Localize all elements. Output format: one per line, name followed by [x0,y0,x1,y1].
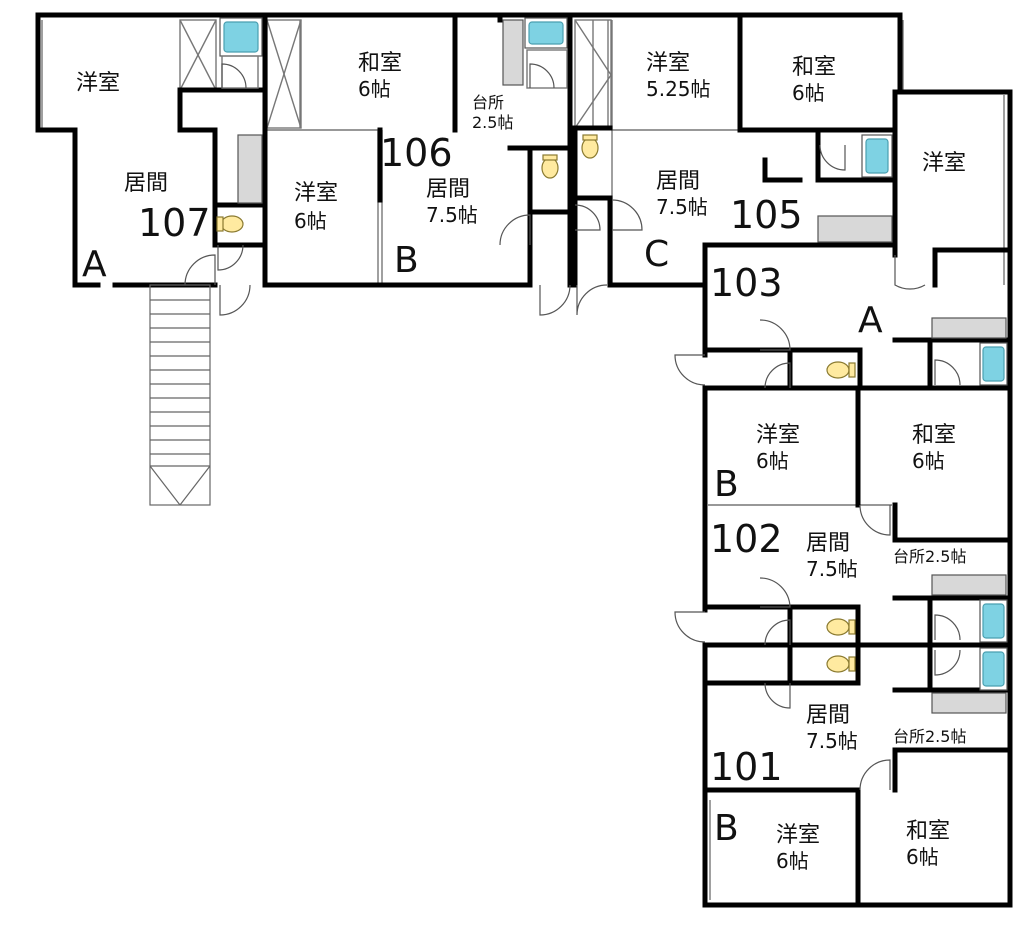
room-105-japanese: 和室 [792,55,836,80]
unit-number-106: 106 [380,131,453,175]
bathtubs [219,17,1008,691]
kitchen-counters [237,19,1007,714]
room-101-living-size: 7.5帖 [806,729,858,753]
room-105-living-size: 7.5帖 [656,195,708,219]
room-101-western: 洋室 [776,823,820,848]
room-102-japanese-size: 6帖 [912,449,945,473]
room-labels: 洋室 居間 和室 6帖 洋室 6帖 台所 2.5帖 居間 7.5帖 洋室 5.2… [76,51,966,873]
room-102-western: 洋室 [756,423,800,448]
room-101-kitchen: 台所2.5帖 [893,727,966,746]
room-101-western-size: 6帖 [776,849,809,873]
room-106-japanese: 和室 [358,51,402,76]
unit-type-103: A [858,300,883,341]
unit-type-107: A [82,244,107,285]
room-101-japanese-size: 6帖 [906,845,939,869]
unit-type-102: B [714,464,739,505]
room-102-western-size: 6帖 [756,449,789,473]
room-106-kitchen-size: 2.5帖 [472,113,513,132]
unit-type-101: B [714,808,739,849]
unit-number-103: 103 [710,261,783,305]
unit-type-106: B [394,240,419,281]
unit-number-102: 102 [710,517,783,561]
staircase [149,284,211,506]
walls [35,12,1013,908]
room-102-living: 居間 [806,531,850,556]
room-107-western: 洋室 [76,71,120,96]
unit-type-105: C [644,234,669,275]
room-107-living: 居間 [124,171,168,196]
room-105-western-size: 5.25帖 [646,77,711,101]
room-101-japanese: 和室 [906,819,950,844]
room-101-living: 居間 [806,703,850,728]
room-106-japanese-size: 6帖 [358,77,391,101]
room-106-living: 居間 [426,177,470,202]
room-102-living-size: 7.5帖 [806,557,858,581]
unit-labels: 107 A 106 B 105 C 103 A 102 B 101 B [82,131,883,849]
room-105-living: 居間 [656,169,700,194]
room-106-living-size: 7.5帖 [426,203,478,227]
room-102-kitchen: 台所2.5帖 [893,547,966,566]
unit-number-101: 101 [710,745,783,789]
unit-number-105: 105 [730,193,803,237]
room-105-western: 洋室 [646,51,690,76]
room-102-japanese: 和室 [912,423,956,448]
room-106-western: 洋室 [294,181,338,206]
unit-number-107: 107 [138,201,211,245]
toilets [216,49,856,673]
room-106-kitchen: 台所 [472,93,504,112]
room-105-japanese-size: 6帖 [792,81,825,105]
doors [184,144,961,791]
room-106-western-size: 6帖 [294,209,327,233]
room-103-western: 洋室 [922,151,966,176]
